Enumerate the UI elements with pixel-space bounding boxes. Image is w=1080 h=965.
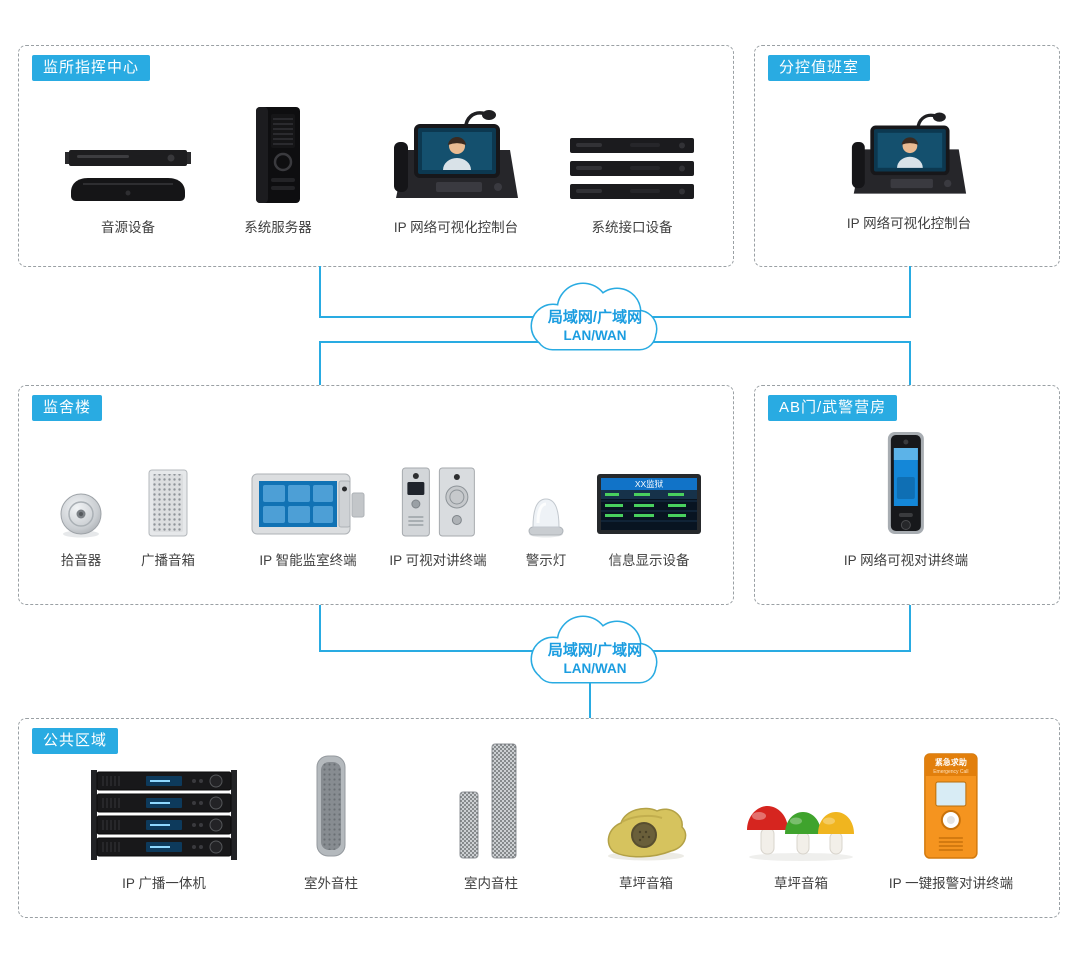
cloud-label-en: LAN/WAN <box>564 661 627 676</box>
device-label: 警示灯 <box>525 553 567 568</box>
network-video-intercom-image <box>887 432 924 534</box>
device-warning-light: 警示灯 <box>523 487 569 569</box>
connector-line <box>319 266 321 318</box>
device-label: 音源设备 <box>101 220 155 235</box>
device-indoor-column-speaker: 室内音柱 <box>452 740 530 892</box>
device-label: 草坪音箱 <box>619 876 673 891</box>
device-label: 室内音柱 <box>464 876 518 891</box>
device-ip-broadcast-unit: IP 广播一体机 <box>88 768 240 892</box>
device-label: 草坪音箱 <box>774 876 828 891</box>
info-display-screen-title: XX监狱 <box>635 479 664 489</box>
alarm-terminal-label-en: Emergency Call <box>933 769 968 775</box>
device-label: 系统接口设备 <box>591 220 673 235</box>
device-alarm-intercom-terminal: 紧急求助 Emergency Call IP 一键报警对讲终端 <box>889 750 1013 892</box>
section-title-cell-building: 监舍楼 <box>32 395 103 421</box>
ip-broadcast-unit-image <box>91 770 237 860</box>
info-display-image: XX监狱 <box>597 474 701 534</box>
device-rock-lawn-speaker: 草坪音箱 <box>602 802 690 892</box>
device-label: 系统服务器 <box>244 220 312 235</box>
device-smart-cell-terminal: IP 智能监室终端 <box>249 465 367 569</box>
cloud-label-cn: 局域网/广域网 <box>547 641 642 659</box>
broadcast-speaker-image <box>148 469 188 537</box>
lan-wan-cloud: 局域网/广域网 LAN/WAN <box>530 282 658 351</box>
smart-cell-terminal-image <box>251 473 365 535</box>
ip-visual-console-image <box>851 112 967 194</box>
connector-line <box>319 605 321 651</box>
system-interface-image <box>570 138 694 199</box>
device-label: IP 智能监室终端 <box>259 553 357 568</box>
device-label: IP 可视对讲终端 <box>389 553 487 568</box>
device-label: 信息显示设备 <box>608 553 690 568</box>
section-title-ab-gate-barracks: AB门/武警营房 <box>768 395 898 421</box>
alarm-intercom-terminal-image: 紧急求助 Emergency Call <box>924 753 978 859</box>
audio-source-image <box>65 150 191 201</box>
system-server-image <box>256 107 300 203</box>
device-system-server: 系统服务器 <box>241 104 315 236</box>
device-visual-intercom-terminal: IP 可视对讲终端 <box>389 465 487 569</box>
visual-intercom-terminal-image <box>401 467 475 537</box>
cloud-label-en: LAN/WAN <box>564 328 627 343</box>
device-label: IP 一键报警对讲终端 <box>888 876 1014 891</box>
connector-line <box>909 341 911 385</box>
device-audio-source: 音源设备 <box>63 142 193 236</box>
device-label: IP 网络可视化控制台 <box>846 216 972 231</box>
mushroom-lawn-speaker-image <box>747 806 854 861</box>
device-label: IP 广播一体机 <box>122 876 206 891</box>
ip-visual-console-image <box>394 110 518 198</box>
cloud-label-cn: 局域网/广域网 <box>547 308 642 326</box>
device-broadcast-speaker: 广播音箱 <box>141 467 195 569</box>
device-ip-visual-console: IP 网络可视化控制台 <box>380 104 532 236</box>
alarm-terminal-label-cn: 紧急求助 <box>935 757 967 767</box>
connector-line <box>319 341 321 385</box>
warning-light-image <box>528 498 564 538</box>
device-label: IP 网络可视对讲终端 <box>843 553 969 568</box>
device-label: 广播音箱 <box>141 553 195 568</box>
section-sub-control-room: 分控值班室 IP 网络可视化控制台 <box>754 45 1060 267</box>
lan-wan-cloud: 局域网/广域网 LAN/WAN <box>530 615 658 684</box>
device-label: 拾音器 <box>60 553 102 568</box>
section-command-center: 监所指挥中心 音源设备 <box>18 45 734 267</box>
rock-lawn-speaker-image <box>607 807 687 861</box>
pickup-mic-image <box>60 493 102 538</box>
device-info-display: XX监狱 信息显示设备 <box>594 471 704 569</box>
connector-line <box>909 266 911 318</box>
outdoor-column-speaker-image <box>316 755 346 857</box>
connector-line <box>589 651 591 718</box>
device-outdoor-column-speaker: 室外音柱 <box>302 752 360 892</box>
section-public-area: 公共区域 <box>18 718 1060 918</box>
indoor-column-speaker-image <box>459 743 517 859</box>
section-title-sub-control-room: 分控值班室 <box>768 55 871 81</box>
section-ab-gate-barracks: AB门/武警营房 IP 网络可视对讲终端 <box>754 385 1060 605</box>
section-cell-building: 监舍楼 拾音器 <box>18 385 734 605</box>
section-title-public-area: 公共区域 <box>32 728 119 754</box>
device-mushroom-lawn-speaker: 草坪音箱 <box>743 796 859 892</box>
device-label: 室外音柱 <box>304 876 358 891</box>
section-title-command-center: 监所指挥中心 <box>32 55 151 81</box>
device-ip-visual-console-2: IP 网络可视化控制台 <box>839 106 979 232</box>
device-network-video-intercom: IP 网络可视对讲终端 <box>844 429 968 569</box>
device-system-interface: 系统接口设备 <box>566 132 698 236</box>
device-label: IP 网络可视化控制台 <box>393 220 519 235</box>
device-pickup-mic: 拾音器 <box>55 489 107 569</box>
connector-line <box>909 605 911 651</box>
